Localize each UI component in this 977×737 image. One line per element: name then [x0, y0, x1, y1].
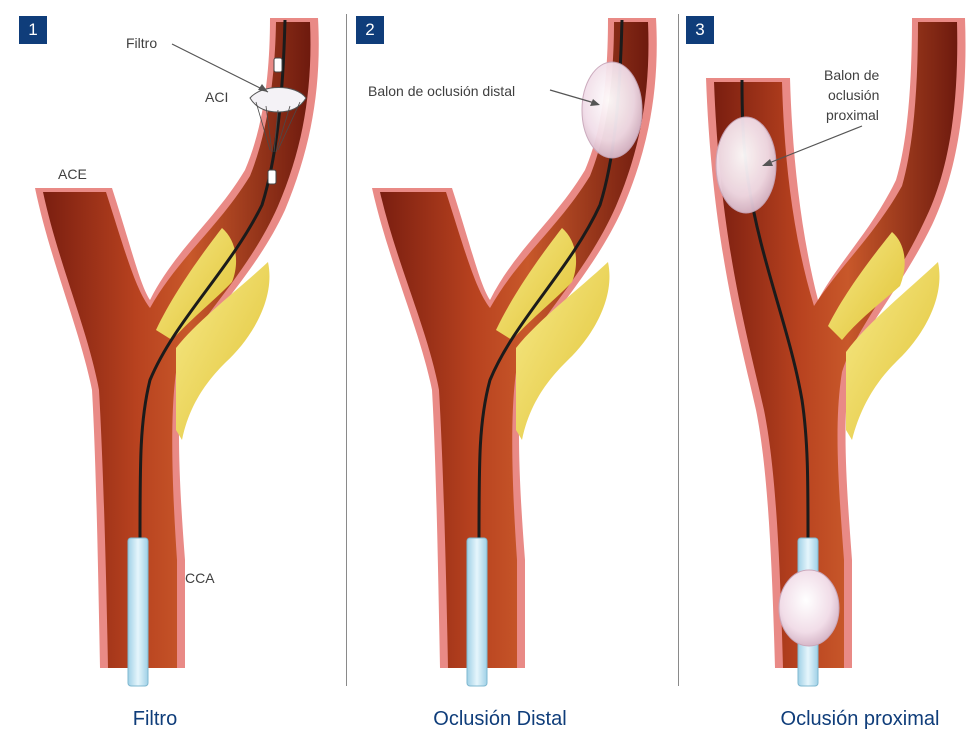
proximal-balloon-label-line2: oclusión: [828, 86, 879, 104]
proximal-balloon-label-line1: Balon de: [824, 66, 879, 84]
aci-label: ACI: [205, 88, 228, 106]
panel-divider: [346, 14, 347, 686]
distal-balloon-icon: [582, 62, 642, 158]
ace-label: ACE: [58, 165, 87, 183]
cca-label: CCA: [185, 569, 215, 587]
panel-divider: [678, 14, 679, 686]
filter-label: Filtro: [126, 34, 157, 52]
panel-2-vessel: [372, 18, 657, 686]
panel-1-caption: Filtro: [90, 708, 220, 731]
panel-1-vessel: [35, 18, 319, 686]
proximal-balloon-catheter-icon: [779, 570, 839, 646]
panel-1-number-badge: 1: [19, 16, 47, 44]
panel-3-caption: Oclusión proximal: [760, 708, 960, 731]
panel-2-caption: Oclusión Distal: [400, 708, 600, 731]
distal-balloon-label: Balon de oclusión distal: [368, 82, 515, 100]
proximal-balloon-label-line3: proximal: [826, 106, 879, 124]
panel-3-number-badge: 3: [686, 16, 714, 44]
panel-2-number-badge: 2: [356, 16, 384, 44]
